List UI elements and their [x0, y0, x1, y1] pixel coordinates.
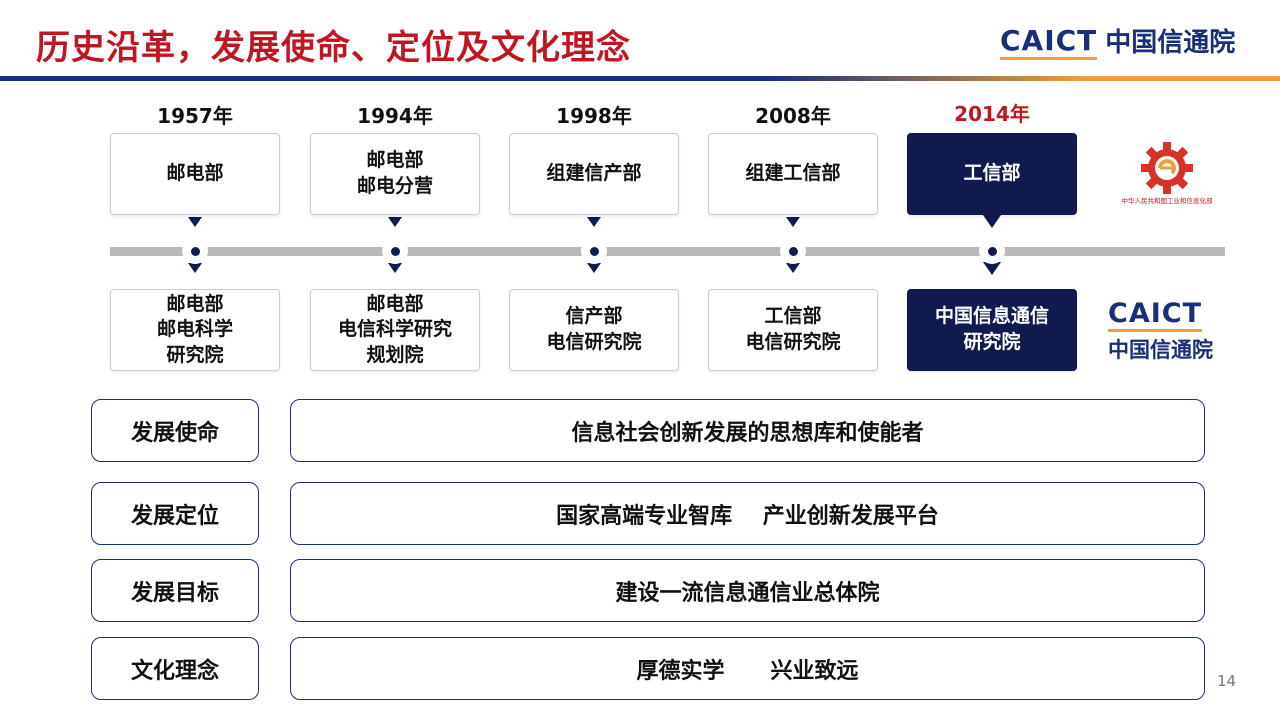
milestone-ministry-2008: 组建工信部	[708, 133, 878, 215]
timeline-dot	[987, 246, 997, 256]
milestone-institute-1957: 邮电部 邮电科学 研究院	[110, 289, 280, 371]
miit-emblem-logo: 中华人民共和国工业和信息化部	[1112, 138, 1222, 210]
milestone-institute-2008: 工信部 电信研究院	[708, 289, 878, 371]
caict-logo: CAICT 中国信通院	[1108, 300, 1218, 364]
gear-icon: 中华人民共和国工业和信息化部	[1122, 142, 1214, 205]
row-label-goal: 发展目标	[91, 559, 259, 622]
timeline-node	[979, 238, 1005, 264]
timeline-node	[382, 238, 408, 264]
arrow-down-icon	[388, 217, 402, 227]
timeline-dot	[390, 246, 400, 256]
row-content-culture: 厚德实学 兴业致远	[290, 637, 1205, 700]
timeline-node	[780, 238, 806, 264]
arrow-down-icon	[188, 217, 202, 227]
milestone-institute-2014: 中国信息通信 研究院	[907, 289, 1077, 371]
row-content-positioning: 国家高端专业智库 产业创新发展平台	[290, 482, 1205, 545]
row-label-culture: 文化理念	[91, 637, 259, 700]
caict-logo-en: CAICT	[1108, 300, 1202, 332]
milestone-year-1994: 1994年	[357, 104, 433, 128]
timeline-node	[581, 238, 607, 264]
arrow-down-icon	[587, 263, 601, 273]
arrow-down-icon	[786, 217, 800, 227]
arrow-down-icon	[587, 217, 601, 227]
arrow-down-icon	[983, 262, 1001, 275]
milestone-year-2008: 2008年	[755, 104, 831, 128]
brand-logo-cn: 中国信通院	[1105, 27, 1236, 58]
milestone-ministry-1994: 邮电部 邮电分营	[310, 133, 480, 215]
milestone-ministry-2014: 工信部	[907, 133, 1077, 215]
brand-logo-en: CAICT	[1000, 23, 1098, 60]
row-content-goal: 建设一流信息通信业总体院	[290, 559, 1205, 622]
milestone-year-1998: 1998年	[556, 104, 632, 128]
milestone-institute-1998: 信产部 电信研究院	[509, 289, 679, 371]
miit-emblem-caption: 中华人民共和国工业和信息化部	[1122, 196, 1214, 205]
page-title: 历史沿革，发展使命、定位及文化理念	[36, 28, 631, 68]
arrow-down-icon	[388, 263, 402, 273]
timeline-dot	[788, 246, 798, 256]
milestone-ministry-1957: 邮电部	[110, 133, 280, 215]
timeline-dot	[190, 246, 200, 256]
row-label-mission: 发展使命	[91, 399, 259, 462]
page-number: 14	[1217, 672, 1237, 690]
caict-logo-cn: 中国信通院	[1108, 338, 1213, 362]
arrow-down-icon	[983, 215, 1001, 228]
milestone-ministry-1998: 组建信产部	[509, 133, 679, 215]
timeline-bar	[110, 247, 1225, 256]
arrow-down-icon	[786, 263, 800, 273]
arrow-down-icon	[188, 263, 202, 273]
row-label-positioning: 发展定位	[91, 482, 259, 545]
milestone-institute-1994: 邮电部 电信科学研究 规划院	[310, 289, 480, 371]
header-divider	[0, 76, 1280, 81]
milestone-year-2014: 2014年	[954, 102, 1030, 126]
milestone-year-1957: 1957年	[157, 104, 233, 128]
row-content-mission: 信息社会创新发展的思想库和使能者	[290, 399, 1205, 462]
brand-logo: CAICT 中国信通院	[1000, 20, 1235, 60]
timeline-dot	[589, 246, 599, 256]
timeline-node	[182, 238, 208, 264]
